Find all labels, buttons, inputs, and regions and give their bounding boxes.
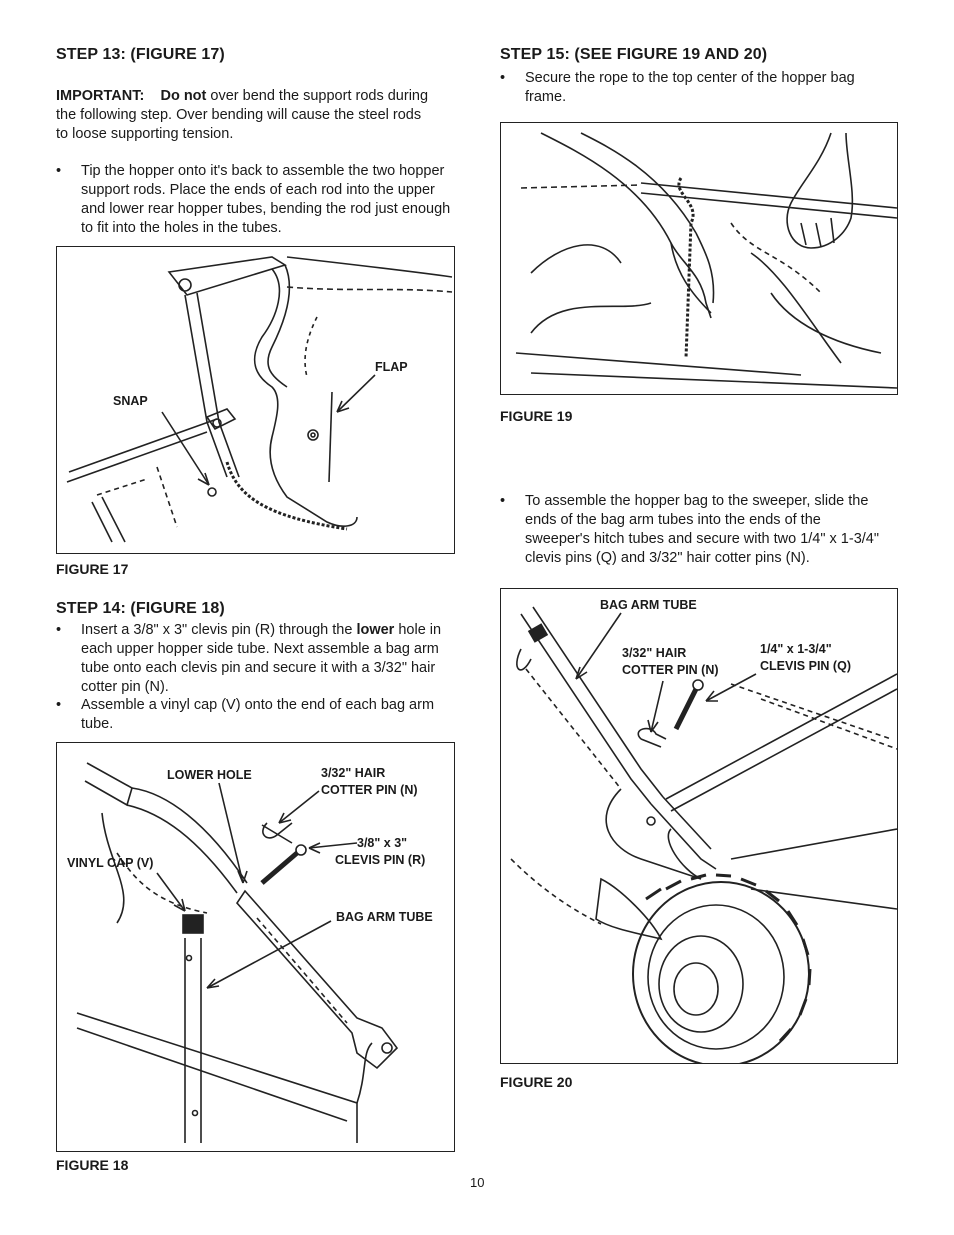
figure-17-drawing	[66, 256, 453, 543]
bullet-text: Secure the rope to the top center of the…	[525, 70, 855, 105]
hair-cotter-line-1: 3/32" HAIR	[622, 646, 687, 660]
vinyl-cap-label: VINYL CAP (V)	[67, 856, 154, 870]
figure-20-drawing	[510, 606, 897, 1063]
important-note: IMPORTANT: Do not over bend the support …	[56, 87, 436, 144]
bullet-dot: •	[56, 697, 62, 713]
bag-arm-tube-label: BAG ARM TUBE	[600, 598, 697, 612]
important-label: IMPORTANT:	[56, 88, 145, 104]
hair-cotter-line-2: COTTER PIN (N)	[622, 663, 719, 677]
figure-17-illustration: FLAP SNAP	[56, 246, 455, 554]
bullet-dot: •	[500, 70, 506, 86]
bullet-dot: •	[500, 493, 506, 509]
figure-18-drawing	[76, 762, 399, 1143]
hair-cotter-line-2: COTTER PIN (N)	[321, 783, 418, 797]
bullet-text: Tip the hopper onto it's back to assembl…	[81, 163, 451, 236]
clevis-line-2: CLEVIS PIN (R)	[335, 853, 426, 867]
bullet-text: Insert a 3/8" x 3" clevis pin (R) throug…	[81, 621, 453, 697]
bullet-text-post: hole in each upper hopper side tube. Nex…	[81, 622, 442, 695]
bullet-dot: •	[56, 163, 62, 179]
hair-cotter-pin-label: 3/32" HAIR COTTER PIN (N)	[321, 765, 418, 799]
figure-19-illustration	[500, 122, 898, 395]
figure-17-caption: FIGURE 17	[56, 561, 129, 577]
snap-label: SNAP	[113, 394, 148, 408]
figure-18-caption: FIGURE 18	[56, 1157, 129, 1173]
bullet-text: To assemble the hopper bag to the sweepe…	[525, 493, 879, 566]
lower-hole-label: LOWER HOLE	[167, 768, 252, 782]
important-rest: over bend the support rods during the fo…	[56, 88, 429, 142]
clevis-line-2: CLEVIS PIN (Q)	[760, 659, 851, 673]
clevis-pin-label: 3/8" x 3" CLEVIS PIN (R)	[335, 835, 425, 869]
flap-label: FLAP	[375, 360, 408, 374]
clevis-line-1: 1/4" x 1-3/4"	[760, 642, 832, 656]
bullet-dot: •	[56, 622, 62, 638]
step-14-title: STEP 14: (FIGURE 18)	[56, 600, 225, 617]
figure-19-caption: FIGURE 19	[500, 408, 573, 424]
clevis-line-1: 3/8" x 3"	[357, 836, 408, 850]
bullet-text-pre: Insert a 3/8" x 3" clevis pin (R) throug…	[81, 622, 357, 638]
figure-20-illustration: BAG ARM TUBE 3/32" HAIR COTTER PIN (N) 1…	[500, 588, 898, 1064]
bag-arm-tube-label: BAG ARM TUBE	[336, 910, 433, 924]
hair-cotter-line-1: 3/32" HAIR	[321, 766, 386, 780]
bullet-text: Assemble a vinyl cap (V) onto the end of…	[81, 697, 435, 732]
figure-20-caption: FIGURE 20	[500, 1074, 573, 1090]
do-not-emphasis: Do not	[160, 88, 207, 104]
lower-emphasis: lower	[356, 622, 395, 638]
figure-19-drawing	[515, 132, 897, 389]
hair-cotter-pin-label: 3/32" HAIR COTTER PIN (N)	[622, 645, 719, 679]
figure-18-illustration: LOWER HOLE 3/32" HAIR COTTER PIN (N) 3/8…	[56, 742, 455, 1152]
step-15-title: STEP 15: (SEE FIGURE 19 AND 20)	[500, 46, 768, 63]
page-number: 10	[470, 1175, 485, 1190]
clevis-pin-label: 1/4" x 1-3/4" CLEVIS PIN (Q)	[760, 641, 851, 675]
step-13-title: STEP 13: (FIGURE 17)	[56, 46, 225, 63]
